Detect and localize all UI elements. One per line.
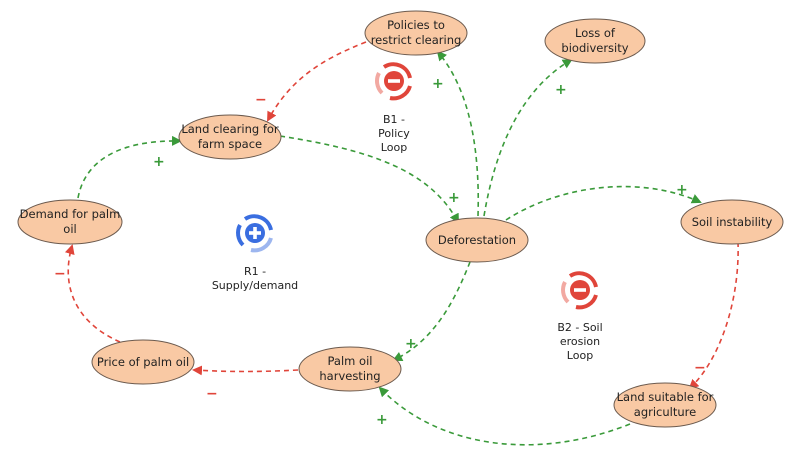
node-demand[interactable]: Demand for palm oil — [17, 199, 123, 245]
node-harvesting-line2: harvesting — [319, 369, 380, 383]
node-land-suitable-line2: agriculture — [634, 405, 696, 419]
link-deforestation-to-harvesting — [392, 261, 471, 361]
loop-r1-line1: R1 - — [244, 265, 266, 278]
sign-deforest-to-policy: + — [432, 76, 444, 92]
link-land-suitable-to-harvesting — [378, 386, 631, 446]
node-soil-instability-label: Soil instability — [692, 215, 773, 229]
balancing-loop-icon — [375, 62, 412, 101]
sign-deforest-to-harvest: + — [405, 336, 417, 352]
link-demand-to-land-clearing — [77, 135, 182, 199]
node-policies-line2: restrict clearing — [371, 33, 462, 47]
node-policies[interactable]: Policies to restrict clearing — [364, 10, 468, 56]
node-demand-line2: oil — [63, 222, 76, 236]
node-land-clearing[interactable]: Land clearing for farm space — [178, 114, 282, 160]
sign-policy-to-clearing: − — [255, 92, 267, 108]
sign-deforest-to-biodiv: + — [555, 82, 567, 98]
node-price[interactable]: Price of palm oil — [91, 339, 195, 385]
sign-land-to-harvest: + — [376, 412, 388, 428]
link-deforestation-to-policies — [436, 50, 480, 217]
sign-clearing-to-deforest: + — [448, 190, 460, 206]
link-deforestation-to-biodiversity — [483, 58, 573, 217]
reinforcing-loop-icon — [236, 214, 273, 253]
loop-b2-line3: Loop — [567, 349, 593, 362]
node-biodiversity-line2: biodiversity — [561, 41, 628, 55]
loop-b1-line2: Policy — [378, 127, 410, 140]
node-policies-line1: Policies to — [387, 18, 445, 32]
loop-label-r1: R1 - Supply/demand — [212, 265, 298, 292]
loop-b1-line3: Loop — [381, 141, 407, 154]
node-harvesting[interactable]: Palm oil harvesting — [298, 346, 402, 392]
link-soil-instability-to-land-suitable — [688, 241, 739, 390]
node-land-clearing-line1: Land clearing for — [181, 122, 279, 136]
link-land-clearing-to-deforestation — [279, 135, 459, 224]
node-land-suitable-line1: Land suitable for — [617, 390, 714, 404]
node-biodiversity-line1: Loss of — [575, 26, 616, 40]
balancing-loop-icon-b2 — [561, 271, 598, 310]
loop-label-b1: B1 - Policy Loop — [378, 113, 410, 154]
sign-soil-to-land: − — [694, 360, 706, 376]
link-policies-to-land-clearing — [267, 41, 367, 122]
loop-b1-line1: B1 - — [383, 113, 405, 126]
sign-deforest-to-soil: + — [676, 182, 688, 198]
node-harvesting-line1: Palm oil — [328, 354, 373, 368]
sign-price-to-demand: − — [54, 266, 66, 282]
node-land-clearing-line2: farm space — [198, 137, 262, 151]
node-soil-instability[interactable]: Soil instability — [680, 199, 784, 245]
loop-b2-line2: erosion — [560, 335, 600, 348]
loop-label-b2: B2 - Soil erosion Loop — [557, 321, 602, 362]
node-biodiversity[interactable]: Loss of biodiversity — [544, 18, 646, 64]
loop-r1-line2: Supply/demand — [212, 279, 298, 292]
link-price-to-demand — [64, 244, 121, 343]
sign-harvest-to-price: − — [206, 386, 218, 402]
link-harvesting-to-price — [192, 365, 299, 376]
polarity-signs: − + + + + − − + + − + — [54, 76, 706, 428]
node-deforestation-label: Deforestation — [438, 233, 516, 247]
node-deforestation[interactable]: Deforestation — [425, 217, 529, 263]
sign-demand-to-clearing: + — [153, 154, 165, 170]
causal-links — [64, 41, 739, 446]
link-deforestation-to-soil-instability — [505, 185, 702, 221]
node-price-label: Price of palm oil — [97, 355, 189, 369]
node-land-suitable[interactable]: Land suitable for agriculture — [613, 382, 717, 428]
node-demand-line1: Demand for palm — [20, 207, 121, 221]
loop-b2-line1: B2 - Soil — [557, 321, 602, 334]
